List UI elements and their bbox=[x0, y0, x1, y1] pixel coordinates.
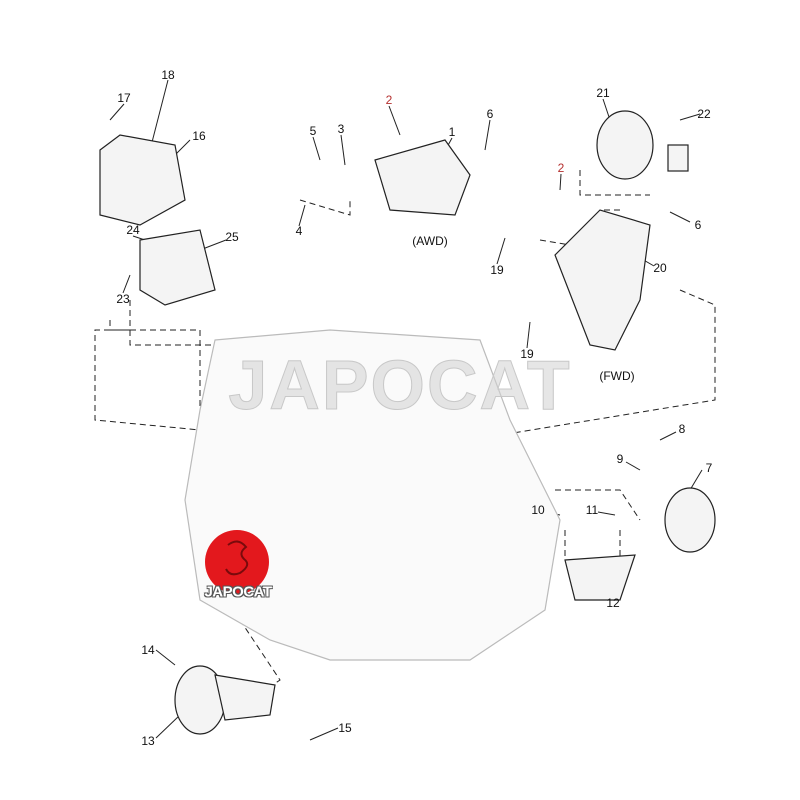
callout-8: 8 bbox=[678, 422, 686, 436]
mount-16 bbox=[99, 134, 186, 226]
callout-4: 4 bbox=[295, 224, 303, 238]
callout-2-fwd: 2 bbox=[557, 161, 565, 175]
callout-25: 25 bbox=[225, 230, 239, 244]
engine-transaxle bbox=[184, 329, 561, 661]
parts bbox=[99, 110, 716, 735]
callout-23: 23 bbox=[116, 292, 130, 306]
callout-18: 18 bbox=[161, 68, 175, 82]
japocat-logo bbox=[205, 530, 269, 594]
bracket-1 bbox=[374, 139, 471, 216]
callout-20: 20 bbox=[653, 261, 667, 275]
mount-21 bbox=[596, 110, 654, 180]
callout-7: 7 bbox=[705, 461, 713, 475]
callout-9: 9 bbox=[616, 452, 624, 466]
callout-22: 22 bbox=[697, 107, 711, 121]
callout-13: 13 bbox=[141, 734, 155, 748]
callout-10: 10 bbox=[531, 503, 545, 517]
callout-2-awd: 2 bbox=[385, 93, 393, 107]
japocat-logo-text: JAPOCAT bbox=[204, 583, 272, 601]
callout-14: 14 bbox=[141, 643, 155, 657]
callout-11: 11 bbox=[585, 503, 599, 517]
tag-fwd: (FWD) bbox=[599, 369, 635, 383]
watermark: JAPOCAT bbox=[228, 346, 572, 425]
callout-6-awd: 6 bbox=[486, 107, 494, 121]
callout-5: 5 bbox=[309, 124, 317, 138]
callout-12: 12 bbox=[606, 596, 620, 610]
mount-13-arm bbox=[214, 674, 276, 721]
callout-17: 17 bbox=[117, 91, 131, 105]
callout-19-upper: 19 bbox=[490, 263, 504, 277]
bracket-20 bbox=[554, 209, 651, 351]
callout-6-fwd: 6 bbox=[694, 218, 702, 232]
callout-24: 24 bbox=[126, 223, 140, 237]
bracket-25 bbox=[139, 229, 216, 306]
callout-15: 15 bbox=[338, 721, 352, 735]
bracket-12 bbox=[564, 554, 636, 601]
callout-3: 3 bbox=[337, 122, 345, 136]
callout-21: 21 bbox=[596, 86, 610, 100]
callout-16: 16 bbox=[192, 129, 206, 143]
tag-awd: (AWD) bbox=[412, 234, 448, 248]
mount-7 bbox=[664, 487, 716, 553]
mount-21-tab bbox=[667, 144, 689, 172]
callout-1: 1 bbox=[448, 125, 456, 139]
callout-19-lower: 19 bbox=[520, 347, 534, 361]
